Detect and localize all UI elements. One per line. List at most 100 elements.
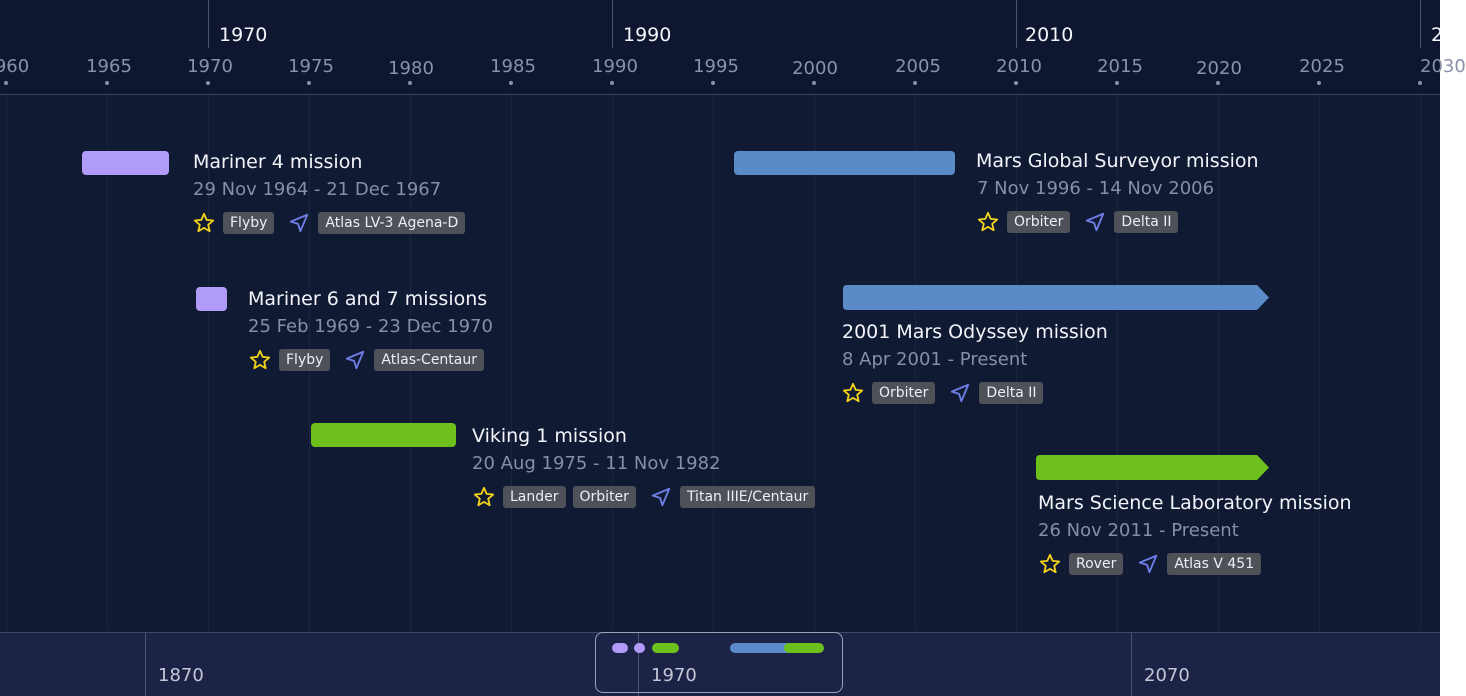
mission-type-tag: Lander (503, 486, 566, 508)
minor-axis-label: 2020 (1196, 58, 1242, 79)
mission-bar[interactable] (311, 423, 456, 447)
overview-mission-mark (612, 643, 628, 653)
overview-mission-mark (730, 643, 796, 653)
mission-tags: Orbiter Delta II (976, 210, 1179, 234)
minor-axis-label: 2005 (895, 56, 941, 77)
mission-dates: 7 Nov 1996 - 14 Nov 2006 (977, 178, 1215, 199)
navigation-arrow-icon (1083, 210, 1107, 234)
mission-type-tag: Orbiter (872, 382, 936, 404)
mission-title: Mariner 4 mission (193, 151, 363, 173)
timeline-body[interactable] (0, 95, 1440, 631)
overview-label: 1870 (158, 665, 204, 686)
major-axis-label: 1990 (623, 24, 672, 46)
launch-vehicle-tag: Delta II (1114, 211, 1179, 233)
minor-axis-label: 1980 (388, 58, 434, 79)
mission-bar[interactable] (82, 151, 169, 175)
tick-dot (1115, 81, 1119, 85)
minor-axis-label: 2030 (1420, 56, 1466, 77)
overview-tick (638, 633, 639, 696)
minor-axis-label: 1975 (288, 56, 334, 77)
minor-axis-label: 1995 (693, 56, 739, 77)
overview-label: 1970 (651, 665, 697, 686)
tick-dot (408, 81, 412, 85)
mission-bar[interactable] (196, 287, 227, 311)
grid-line (6, 95, 7, 631)
tick-dot (4, 81, 8, 85)
launch-vehicle-tag: Atlas-Centaur (374, 349, 484, 371)
grid-line (612, 95, 613, 631)
minor-axis-label: 1970 (187, 56, 233, 77)
tick-dot (1317, 81, 1321, 85)
tick-dot (1216, 81, 1220, 85)
mission-dates: 25 Feb 1969 - 23 Dec 1970 (248, 316, 493, 337)
tick-dot (307, 81, 311, 85)
time-axis-header[interactable]: 1970 1990 2010 2 960 1965 1970 1975 1980… (0, 0, 1466, 95)
star-icon (1038, 552, 1062, 576)
overview-mission-mark (652, 643, 679, 653)
overview-tick (145, 633, 146, 696)
mission-bar[interactable] (843, 285, 1270, 310)
minor-axis-label: 1965 (86, 56, 132, 77)
overview-mission-mark (634, 643, 645, 653)
mission-bar[interactable] (734, 151, 955, 175)
minor-axis-label: 1985 (490, 56, 536, 77)
launch-vehicle-tag: Atlas V 451 (1167, 553, 1262, 575)
mission-dates: 26 Nov 2011 - Present (1038, 520, 1239, 541)
launch-vehicle-tag: Titan IIIE/Centaur (679, 486, 816, 508)
mission-tags: Rover Atlas V 451 (1038, 552, 1262, 576)
grid-line (915, 95, 916, 631)
star-icon (192, 211, 216, 235)
mission-title: Mars Global Surveyor mission (976, 150, 1259, 172)
mission-type-tag: Orbiter (1007, 211, 1071, 233)
overview-navigator[interactable]: 1870 1970 2070 (0, 632, 1440, 696)
major-tick (1016, 0, 1017, 48)
grid-line (1319, 95, 1320, 631)
grid-line (1117, 95, 1118, 631)
minor-axis-label: 2010 (996, 56, 1042, 77)
mission-type-tag: Rover (1069, 553, 1124, 575)
mission-bar[interactable] (1036, 455, 1270, 480)
overview-viewport-window[interactable] (595, 632, 843, 693)
grid-line (208, 95, 209, 631)
grid-line (1016, 95, 1017, 631)
mission-type-tag: Flyby (223, 212, 275, 234)
mission-title: Mariner 6 and 7 missions (248, 288, 488, 310)
tick-dot (1418, 81, 1422, 85)
mission-tags: Flyby Atlas-Centaur (248, 348, 484, 372)
overview-mission-mark (784, 643, 824, 653)
tick-dot (812, 81, 816, 85)
mission-dates: 8 Apr 2001 - Present (842, 349, 1028, 370)
tick-dot (509, 81, 513, 85)
minor-axis-label: 2000 (792, 58, 838, 79)
mission-dates: 29 Nov 1964 - 21 Dec 1967 (193, 179, 442, 200)
grid-line (713, 95, 714, 631)
grid-line (1218, 95, 1219, 631)
tick-dot (913, 81, 917, 85)
navigation-arrow-icon (649, 485, 673, 509)
major-axis-label: 2010 (1025, 24, 1074, 46)
major-tick (1420, 0, 1421, 48)
mission-tags: Lander Orbiter Titan IIIE/Centaur (472, 485, 816, 509)
navigation-arrow-icon (287, 211, 311, 235)
mission-type-tag: Orbiter (572, 486, 636, 508)
mission-type-tag: Flyby (279, 349, 331, 371)
major-tick (612, 0, 613, 48)
launch-vehicle-tag: Delta II (979, 382, 1044, 404)
minor-axis-label: 1990 (592, 56, 638, 77)
overview-label: 2070 (1144, 665, 1190, 686)
mission-title: 2001 Mars Odyssey mission (842, 321, 1108, 343)
major-axis-label: 2 (1431, 24, 1444, 46)
minor-axis-label: 960 (0, 56, 30, 77)
mission-title: Viking 1 mission (472, 425, 627, 447)
mission-dates: 20 Aug 1975 - 11 Nov 1982 (472, 453, 721, 474)
navigation-arrow-icon (1136, 552, 1160, 576)
grid-line (1420, 95, 1421, 631)
grid-line (511, 95, 512, 631)
launch-vehicle-tag: Atlas LV-3 Agena-D (318, 212, 466, 234)
star-icon (248, 348, 272, 372)
navigation-arrow-icon (343, 348, 367, 372)
grid-line (814, 95, 815, 631)
star-icon (472, 485, 496, 509)
mission-title: Mars Science Laboratory mission (1038, 492, 1352, 514)
